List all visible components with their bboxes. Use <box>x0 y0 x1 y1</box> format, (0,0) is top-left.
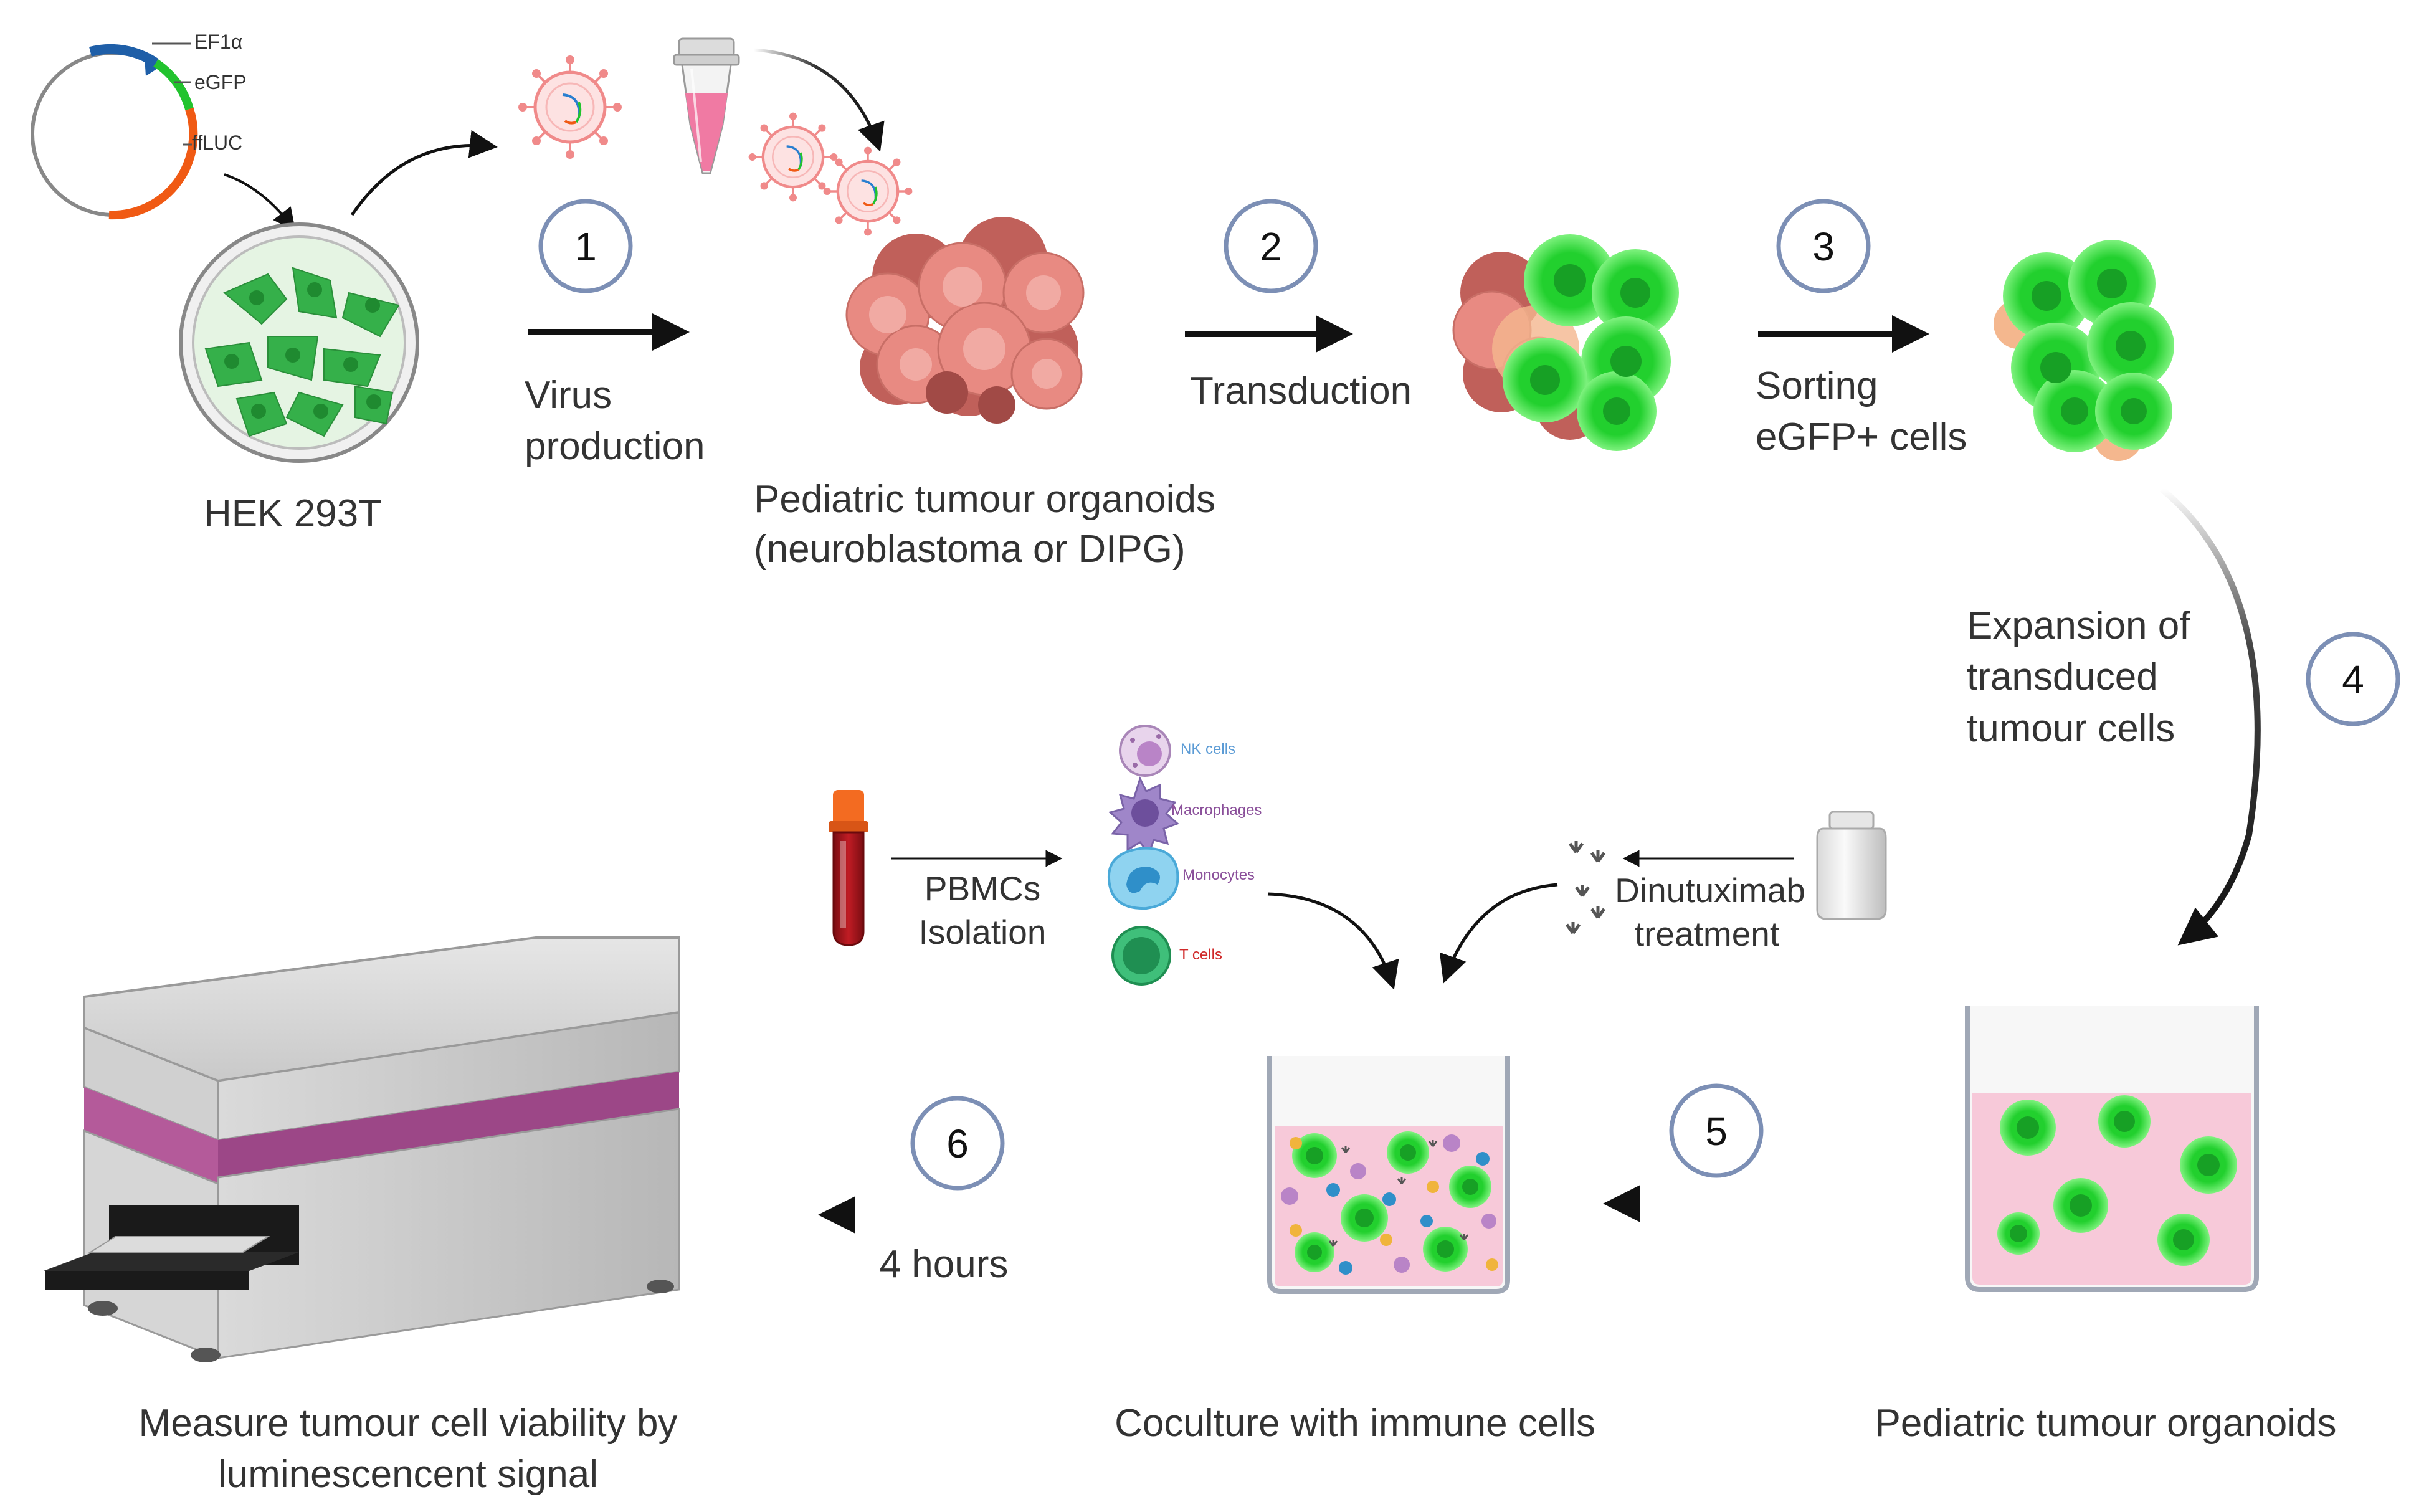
step-1-badge: 1 <box>538 199 633 293</box>
antibody-icons <box>1565 841 1606 934</box>
expansion-label-line3: tumour cells <box>1967 707 2175 750</box>
expansion-label-line1: Expansion of <box>1967 604 2190 647</box>
plate-reader-icon <box>44 936 680 1362</box>
blood-tube-icon <box>829 790 868 946</box>
virus-production-label-line2: production <box>525 425 705 468</box>
plasmid-label-fluc: ffLUC <box>192 131 242 154</box>
svg-text:4: 4 <box>2342 657 2364 702</box>
measure-label-line1: Measure tumour cell viability by <box>139 1402 678 1445</box>
svg-text:1: 1 <box>574 224 597 269</box>
plasmid-icon: EF1α eGFP ffLUC <box>31 31 247 220</box>
transduced-organoid-icon <box>1452 234 1679 451</box>
immune-cells-to-coculture-arrow <box>1267 892 1399 990</box>
hours-label: 4 hours <box>880 1243 1009 1286</box>
step-5-badge: 5 <box>1669 1083 1764 1178</box>
pbmcs-label-line1: PBMCs <box>925 869 1040 908</box>
macrophages-label: Macrophages <box>1171 802 1262 819</box>
coculture-well-icon <box>1267 1056 1510 1294</box>
sorted-egfp-organoid-icon <box>1994 240 2174 461</box>
nk-cells-label: NK cells <box>1181 741 1235 758</box>
macrophage-icon <box>1108 776 1179 856</box>
virus-particle-icon <box>518 55 622 159</box>
coculture-label: Coculture with immune cells <box>1115 1402 1595 1445</box>
organoids-label-line1: Pediatric tumour organoids <box>754 478 1215 521</box>
svg-text:5: 5 <box>1705 1109 1728 1154</box>
transduction-label: Transduction <box>1190 369 1412 412</box>
eppendorf-tube-icon <box>673 37 740 174</box>
step-4-badge: 4 <box>2306 632 2400 726</box>
tube-to-virus-arrow <box>753 48 885 152</box>
measure-label-line2: luminescencent signal <box>218 1453 598 1496</box>
nk-cell-icon <box>1119 725 1171 777</box>
dinutuximab-label-line1: Dinutuximab <box>1615 871 1805 910</box>
pbmcs-label-line2: Isolation <box>919 913 1047 951</box>
hek-to-virus-arrow <box>350 130 498 216</box>
svg-text:6: 6 <box>946 1121 969 1166</box>
step-2-badge: 2 <box>1224 199 1318 293</box>
monocyte-icon <box>1107 847 1179 910</box>
step-6-badge: 6 <box>910 1096 1005 1191</box>
expansion-label-line2: transduced <box>1967 655 2158 698</box>
virus-production-label-line1: Virus <box>525 374 612 417</box>
plasmid-label-egfp: eGFP <box>194 71 247 93</box>
svg-text:2: 2 <box>1260 224 1282 269</box>
virus-particle-icon <box>748 112 838 202</box>
hek-label: HEK 293T <box>204 492 382 535</box>
dinutuximab-label-line2: treatment <box>1635 915 1779 953</box>
monocytes-label: Monocytes <box>1182 867 1255 883</box>
step-4-arrow <box>2159 487 2261 946</box>
tumour-organoid-icon <box>845 217 1085 424</box>
organoid-well-icon <box>1965 1006 2259 1292</box>
sorting-label-line1: Sorting <box>1756 364 1878 407</box>
t-cells-label: T cells <box>1179 946 1222 963</box>
pediatric-organoids-label: Pediatric tumour organoids <box>1875 1402 2337 1445</box>
plasmid-to-hek-arrow <box>224 173 296 231</box>
dinutuximab-to-coculture-arrow <box>1439 883 1558 984</box>
organoids-label-line2: (neuroblastoma or DIPG) <box>754 528 1186 571</box>
t-cell-icon <box>1111 926 1171 986</box>
sorting-label-line2: eGFP+ cells <box>1756 416 1967 459</box>
drug-bottle-icon <box>1816 811 1887 920</box>
hek-petri-dish <box>179 222 419 463</box>
step-3-badge: 3 <box>1776 199 1871 293</box>
virus-particle-icon <box>823 146 913 236</box>
plasmid-label-ef1a: EF1α <box>194 31 242 53</box>
svg-text:3: 3 <box>1812 224 1835 269</box>
